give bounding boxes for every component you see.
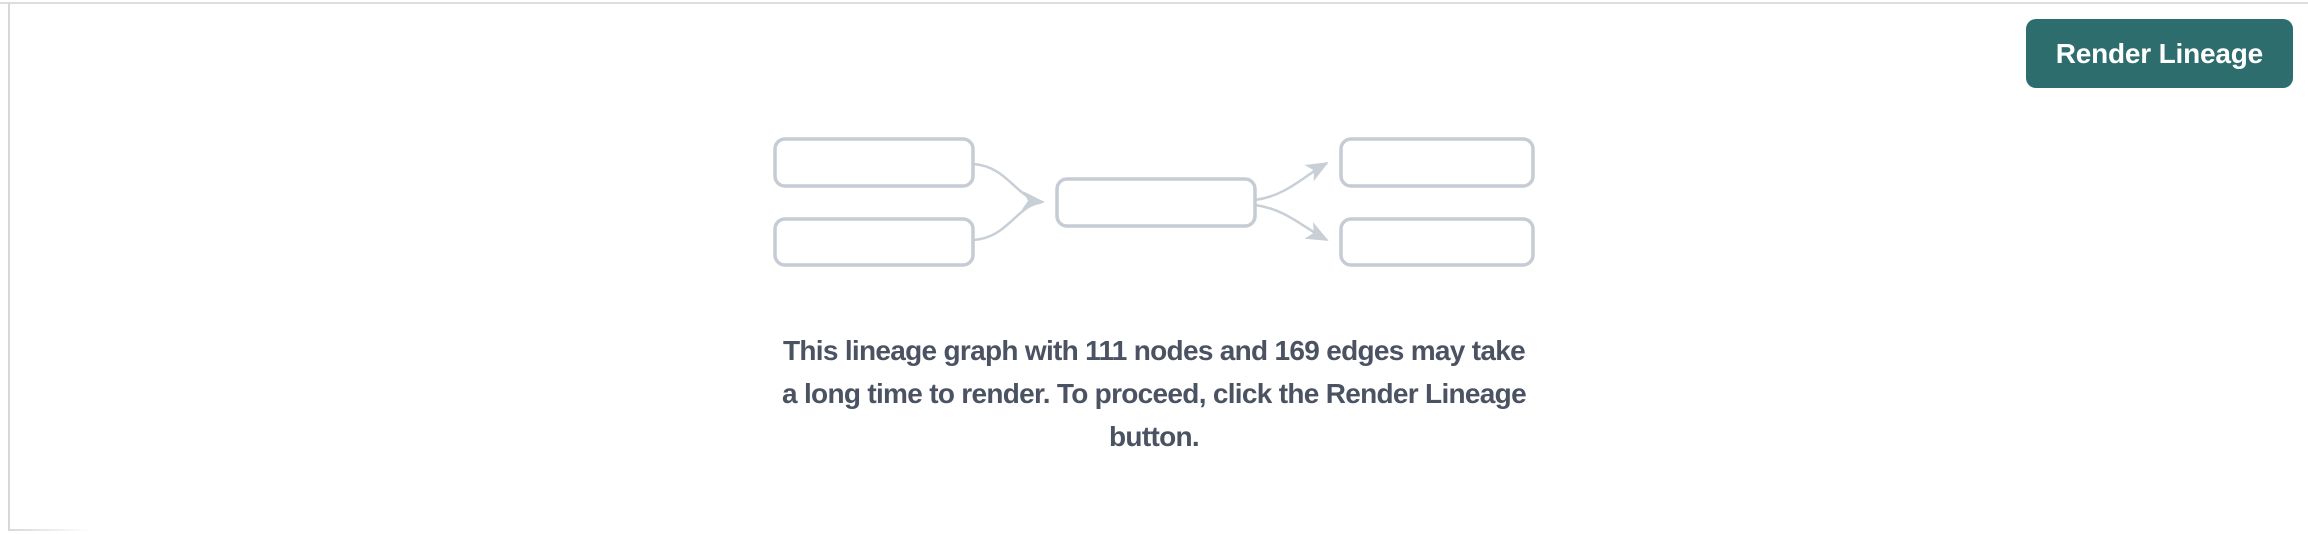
placeholder-node <box>773 137 975 188</box>
render-warning-line: button. <box>1109 421 1200 452</box>
panel-bottom-border <box>8 529 92 531</box>
panel-top-border <box>0 2 2308 4</box>
render-warning-line: a long time to render. To proceed, click… <box>782 378 1527 409</box>
render-lineage-button[interactable]: Render Lineage <box>2025 19 2293 88</box>
placeholder-node <box>773 217 975 267</box>
lineage-edge <box>1254 161 1329 202</box>
lineage-edge <box>972 162 1045 210</box>
render-warning-line: This lineage graph with 111 nodes and 16… <box>783 335 1526 366</box>
lineage-edge <box>972 201 1042 242</box>
panel-left-border <box>8 3 10 530</box>
lineage-edge <box>1254 203 1329 242</box>
placeholder-node <box>1055 177 1257 228</box>
placeholder-node <box>1339 137 1535 188</box>
placeholder-node <box>1339 217 1535 267</box>
lineage-placeholder-diagram <box>773 137 1535 267</box>
render-warning-message: This lineage graph with 111 nodes and 16… <box>704 329 1604 458</box>
